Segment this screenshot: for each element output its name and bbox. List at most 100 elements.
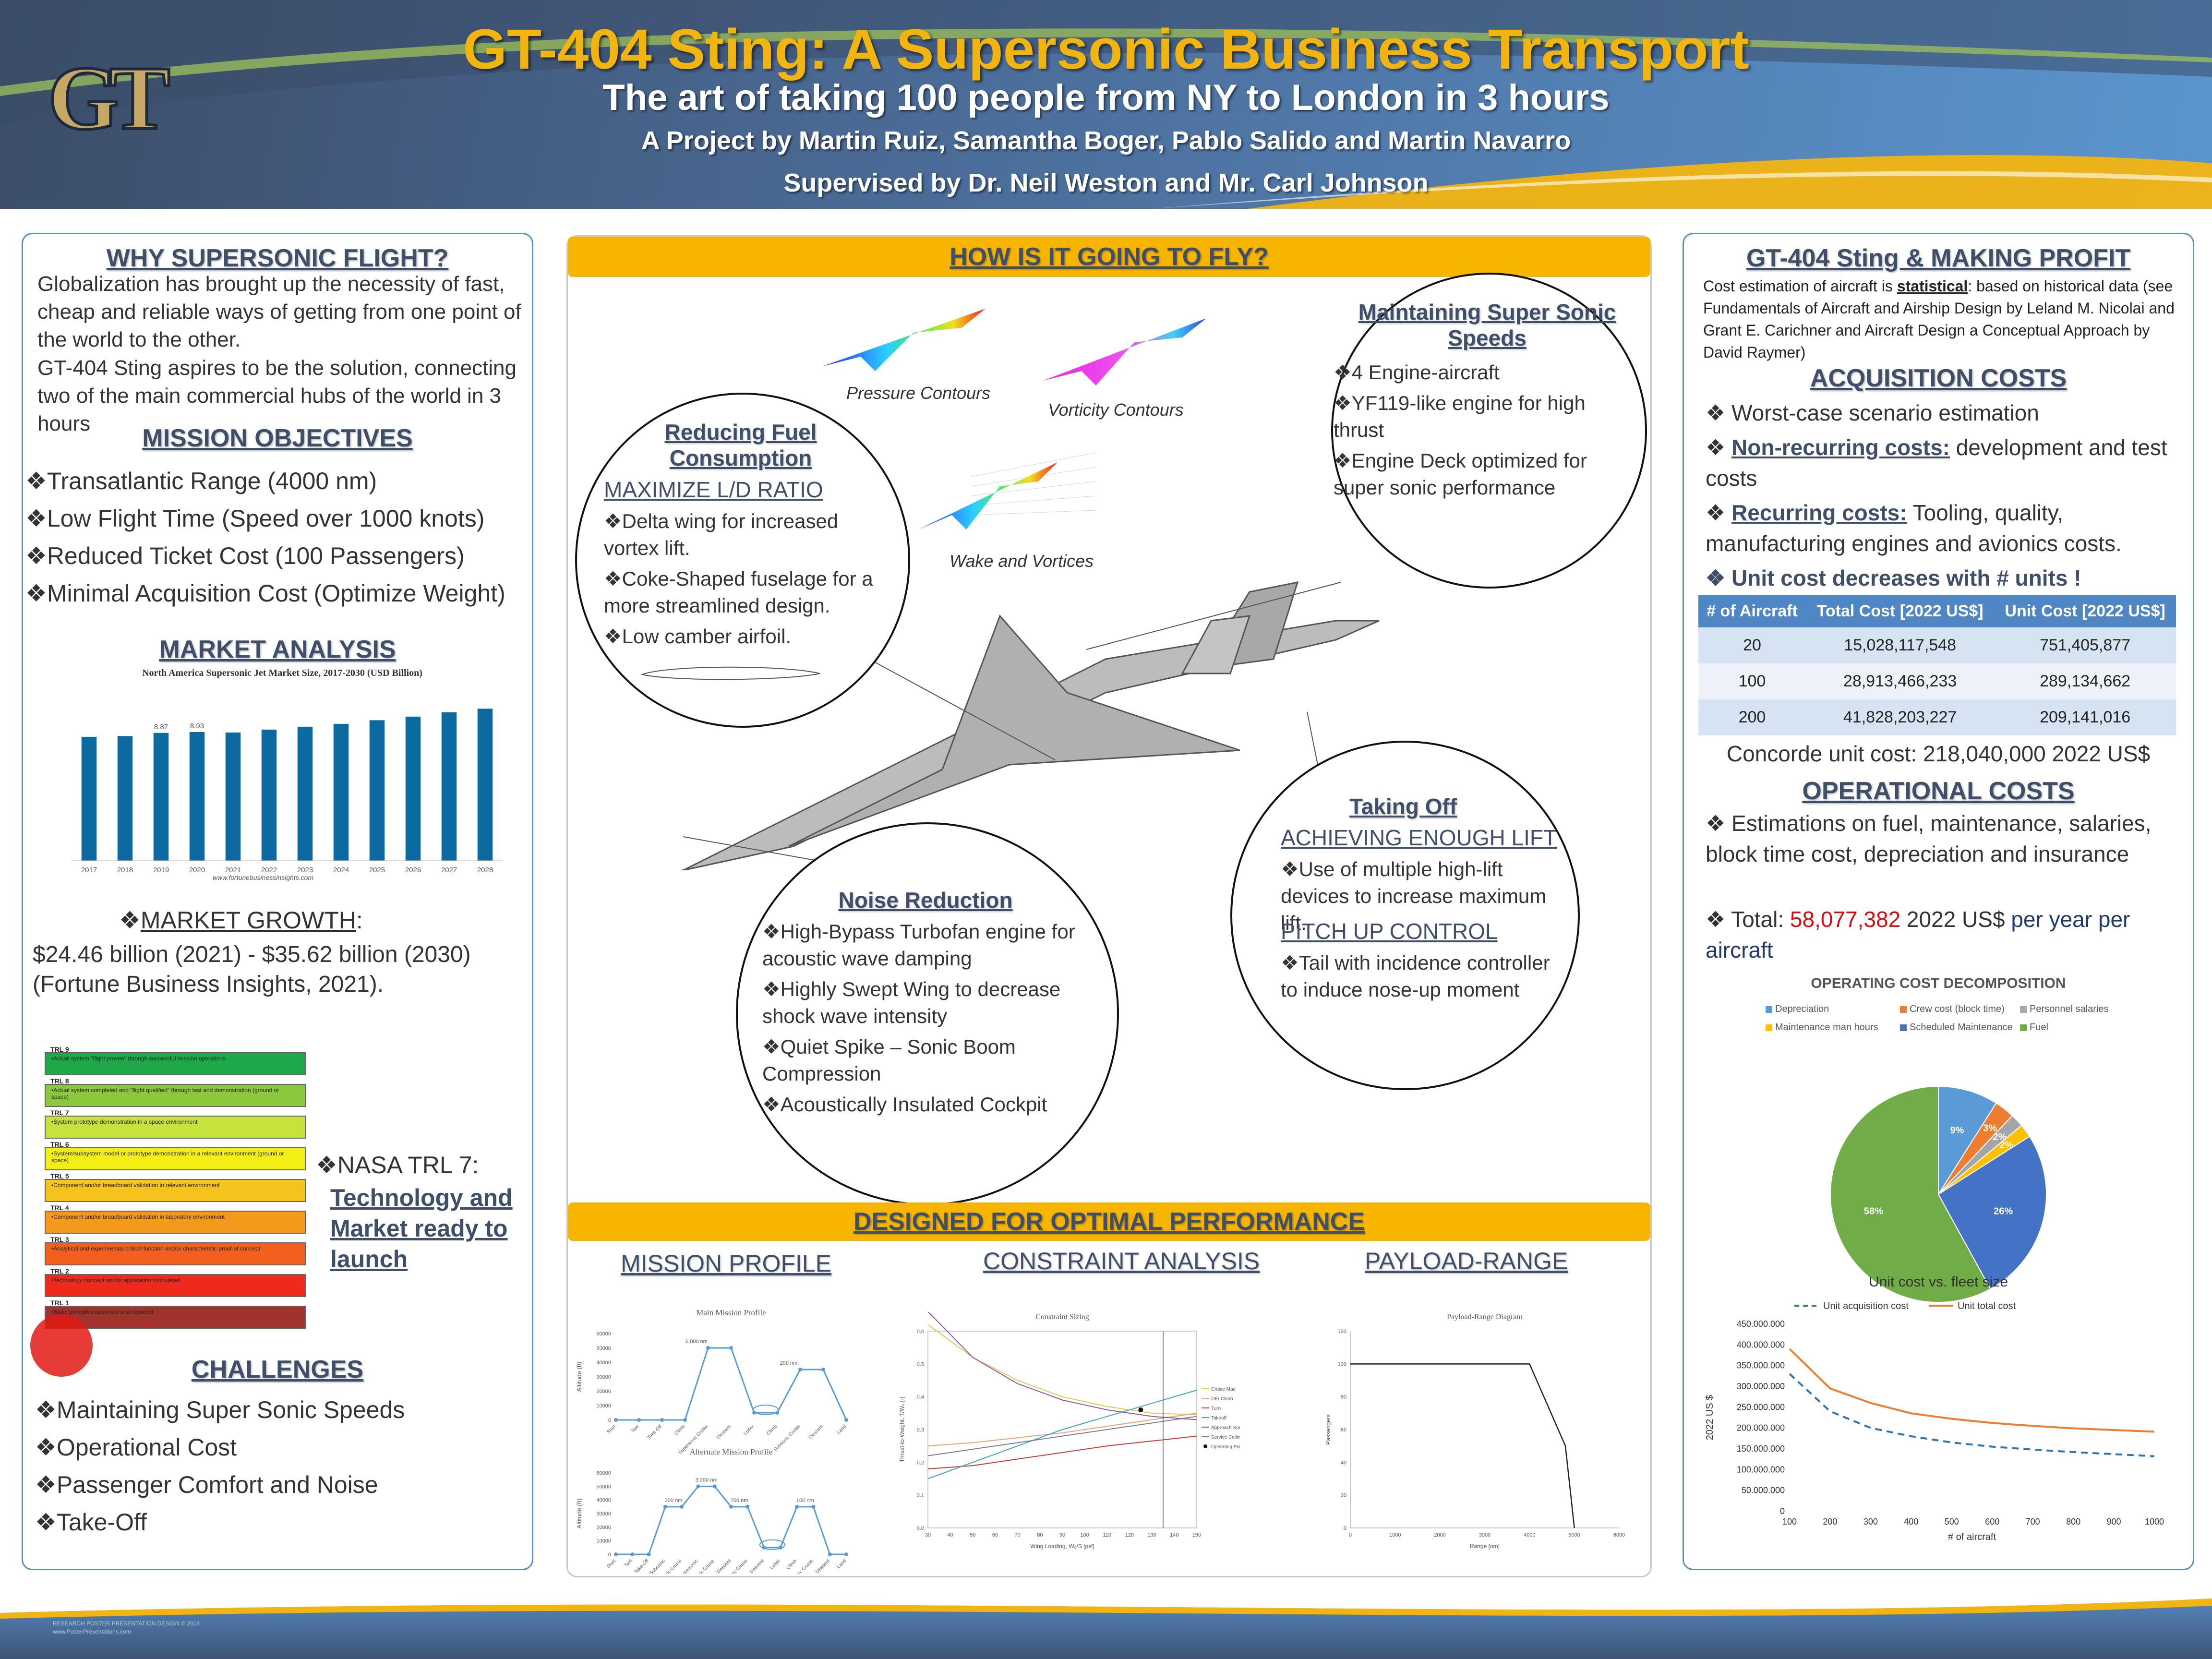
mission-profile-point — [795, 1504, 799, 1509]
constraint-series-line — [927, 1390, 1197, 1479]
constraint-x-tick-label: 140 — [1170, 1532, 1178, 1538]
constraint-legend-swatch — [1203, 1444, 1207, 1448]
mission-profile-line — [616, 1347, 847, 1421]
mission-segment-annotation: 200 nm — [780, 1360, 798, 1366]
trl-note-main: Technology and Market ready to launch — [330, 1184, 513, 1273]
market-chart-source: www.fortunebusinessinsights.com — [213, 874, 313, 881]
intro-text: Cost estimation of aircraft is — [1703, 277, 1897, 295]
pie-slice-label: 26% — [1994, 1206, 2013, 1217]
constraint-y-tick-label: 0.1 — [917, 1493, 924, 1499]
mission-profile-point — [637, 1418, 641, 1422]
fuel-subheading: MAXIMIZE L/D RATIO — [604, 477, 823, 502]
challenge-item: ❖Take-Off — [35, 1509, 147, 1536]
pie-legend-label: Scheduled Maintenance — [1910, 1022, 2013, 1033]
pressure-contours-image — [822, 309, 986, 371]
why-paragraph-2: GT-404 Sting aspires to be the solution,… — [37, 356, 517, 435]
constraint-x-tick-label: 70 — [1015, 1532, 1021, 1538]
takeoff-item-pitch: ❖Tail with incidence controller to induc… — [1281, 951, 1550, 1001]
mission-profile-point — [729, 1346, 733, 1350]
pie-legend-swatch — [2020, 1024, 2027, 1031]
acq-item-unit-cost: ❖ Unit cost decreases with # units ! — [1706, 565, 2081, 590]
why-paragraph-1: Globalization has brought up the necessi… — [37, 272, 521, 351]
acquisition-list: ❖ Worst-case scenario estimation ❖ Non-r… — [1706, 397, 2186, 593]
trl-level-description: •Component and/or breadboard validation … — [51, 1182, 220, 1189]
constraint-y-tick-label: 0.0 — [917, 1526, 924, 1531]
mission-y-axis-label: Altitude (ft) — [576, 1499, 583, 1529]
noise-item: ❖Acoustically Insulated Cockpit — [762, 1093, 1047, 1116]
op-total-prefix: ❖ Total: — [1706, 907, 1790, 932]
acquisition-cost-table: # of Aircraft Total Cost [2022 US$] Unit… — [1698, 595, 2176, 735]
operating-point-marker — [1138, 1407, 1143, 1412]
taking-off-callout — [1230, 741, 1580, 1090]
footer-link[interactable]: www.PosterPresentations.com — [53, 1628, 131, 1635]
speed-item: ❖YF119-like engine for high thrust — [1334, 392, 1586, 441]
poster-footer: RESEARCH POSTER PRESENTATION DESIGN © 20… — [0, 1584, 2212, 1659]
fuel-item: ❖Coke-Shaped fuselage for a more streaml… — [604, 567, 873, 617]
constraint-x-tick-label: 100 — [1080, 1532, 1089, 1538]
pie-legend-label: Maintenance man hours — [1775, 1022, 1878, 1033]
constraint-x-tick-label: 40 — [948, 1532, 953, 1538]
payload-y-tick-label: 80 — [1341, 1395, 1346, 1400]
mission-x-tick-label: Descent — [808, 1424, 824, 1440]
table-header-cell: Unit Cost [2022 US$] — [1994, 595, 2176, 627]
pie-slice-label: 2% — [1993, 1132, 2007, 1142]
trl-level-label: TRL 8 — [50, 1077, 69, 1085]
mission-x-tick-label: Take-Off — [647, 1424, 663, 1441]
constraint-legend-label: Approach Speed — [1211, 1425, 1240, 1431]
making-profit-heading: GT-404 Sting & MAKING PROFIT — [1746, 244, 2131, 272]
pie-slice-label: 2% — [2000, 1140, 2014, 1151]
noise-list: ❖High-Bypass Turbofan engine for acousti… — [762, 918, 1108, 1118]
pie-legend-label: Fuel — [2030, 1022, 2048, 1033]
unit-y-tick-label: 350.000.000 — [1737, 1361, 1785, 1370]
mission-objective-item: ❖Reduced Ticket Cost (100 Passengers) — [25, 542, 465, 569]
mission-loiter-marker — [753, 1405, 779, 1415]
market-size-bar-chart: North America Supersonic Jet Market Size… — [71, 668, 503, 881]
trl-level-description: •Analytical and experimental critical fu… — [51, 1245, 261, 1252]
constraint-chart-title: Constraint Sizing — [1035, 1313, 1089, 1321]
constraint-x-tick-label: 30 — [925, 1532, 931, 1538]
trl-level-label: TRL 6 — [50, 1141, 69, 1148]
mission-profile-point — [811, 1504, 816, 1509]
trl-level-description: •System/subsystem model or prototype dem… — [51, 1150, 284, 1164]
mission-x-tick-label: Loiter — [743, 1424, 756, 1436]
market-x-tick-label: 2017 — [81, 866, 97, 874]
mission-profile-point — [683, 1418, 687, 1422]
constraint-legend-label: Turn — [1211, 1406, 1221, 1411]
mission-y-tick-label: 0 — [608, 1418, 611, 1423]
unit-y-tick-label: 0 — [1780, 1506, 1785, 1516]
unit-y-tick-label: 250.000.000 — [1737, 1402, 1785, 1412]
trl-level-label: TRL 3 — [50, 1236, 69, 1243]
mission-segment-annotation: 300 nm — [665, 1498, 683, 1503]
mission-x-tick-label: Start — [606, 1424, 617, 1435]
mission-y-tick-label: 20000 — [596, 1389, 611, 1395]
acq-item-nonrecurring: ❖ Non-recurring costs: development and t… — [1706, 432, 2186, 493]
unit-series-line — [1789, 1348, 2155, 1433]
fuel-list: ❖Delta wing for increased vortex lift. ❖… — [604, 508, 892, 650]
operating-cost-pie-chart: OPERATING COST DECOMPOSITIONDepreciation… — [1766, 975, 2109, 1303]
trl-level-row — [45, 1147, 306, 1170]
constraint-series-line — [927, 1324, 1197, 1416]
market-data-label: 8.87 — [154, 723, 168, 731]
unit-y-tick-label: 50.000.000 — [1742, 1486, 1785, 1495]
challenge-item: ❖Operational Cost — [35, 1434, 237, 1461]
trl-level-row — [45, 1306, 306, 1329]
mission-profile-line — [616, 1485, 846, 1555]
market-growth-text: $24.46 billion (2021) - $35.62 billion (… — [33, 942, 471, 997]
mission-y-tick-label: 30000 — [596, 1511, 611, 1517]
constraint-legend-label: Cruise Mac — [1211, 1387, 1236, 1392]
constraint-plot-frame — [927, 1331, 1197, 1528]
poster-supervisors: Supervised by Dr. Neil Weston and Mr. Ca… — [783, 168, 1429, 197]
mission-y-tick-label: 60000 — [596, 1331, 611, 1337]
colon-glyph: : — [356, 907, 363, 934]
how-to-fly-banner: HOW IS IT GOING TO FLY? — [568, 237, 1650, 277]
mission-profile-point — [752, 1411, 756, 1415]
mission-y-tick-label: 60000 — [596, 1470, 611, 1476]
table-cell: 289,134,662 — [1994, 663, 2176, 699]
trl-level-row — [45, 1274, 306, 1297]
mission-y-tick-label: 40000 — [596, 1360, 611, 1366]
pie-slice — [1830, 1085, 1991, 1303]
mission-x-tick-label: Climb — [785, 1558, 798, 1571]
speed-item: ❖Engine Deck optimized for super sonic p… — [1334, 449, 1587, 499]
pie-legend-label: Crew cost (block time) — [1910, 1004, 2005, 1014]
takeoff-subheading-lift: ACHIEVING ENOUGH LIFT — [1281, 825, 1557, 850]
